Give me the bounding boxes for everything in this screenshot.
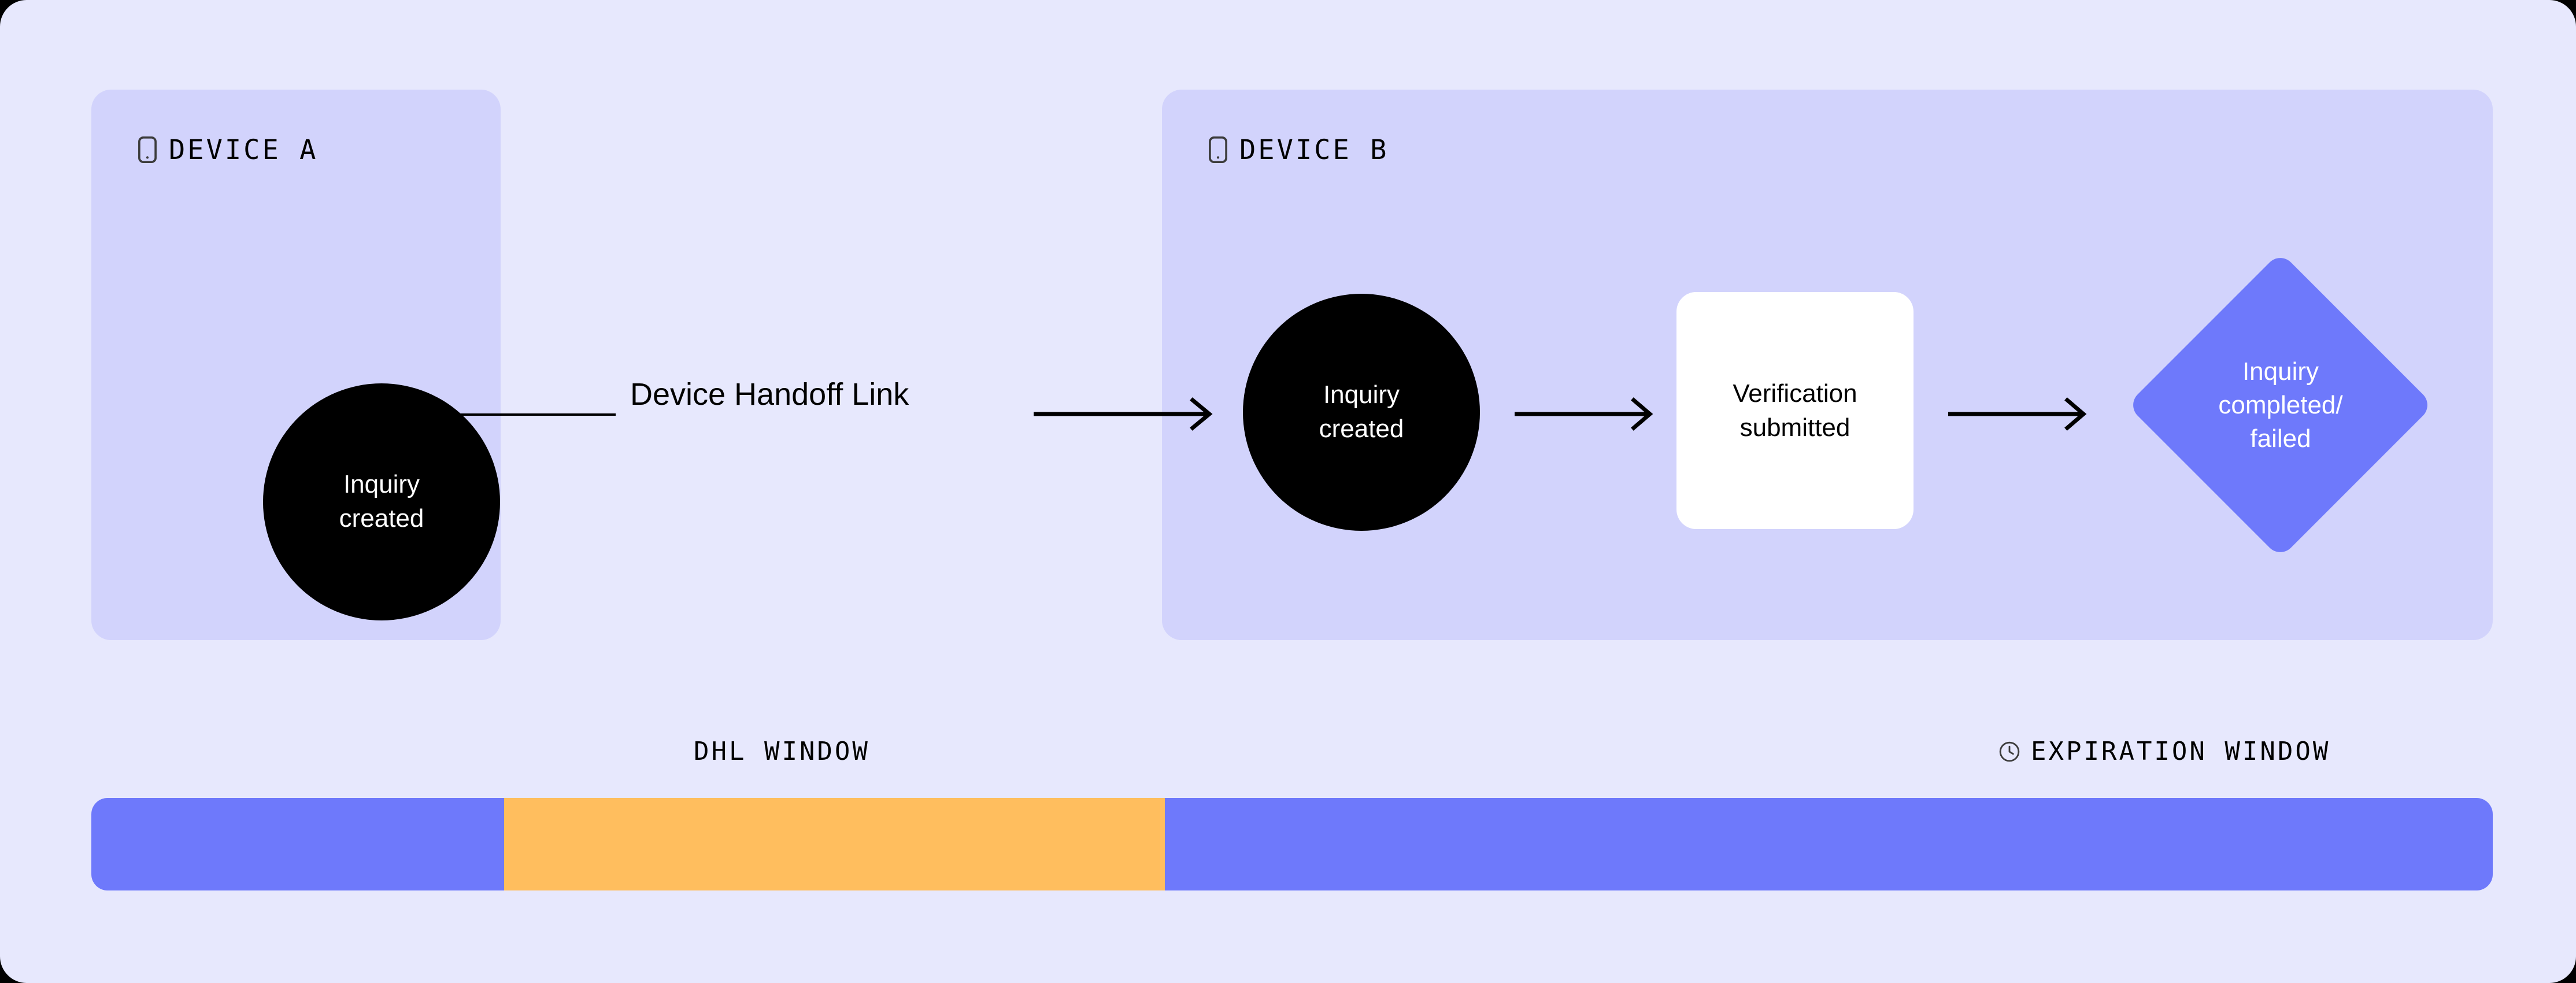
phone-icon: [138, 136, 157, 164]
timeline-label-text: EXPIRATION WINDOW: [2031, 737, 2331, 766]
device-a-header: DEVICE A: [138, 136, 318, 164]
timeline-label-dhl-window: DHL WINDOW: [694, 739, 870, 764]
device-b-label: DEVICE B: [1239, 134, 1389, 166]
node-label: Verification submitted: [1733, 379, 1857, 442]
phone-icon: [1209, 136, 1227, 164]
timeline-segment-pre-dhl: [91, 798, 505, 890]
device-a-panel: DEVICE A Inquiry created: [91, 90, 501, 640]
arrow-handoff-to-device-b: [1034, 397, 1219, 431]
device-handoff-link-label: Device Handoff Link: [630, 377, 909, 412]
timeline-bar[interactable]: [91, 798, 2493, 890]
node-label: Inquiry completed/ failed: [2218, 357, 2343, 453]
timeline-label-text: DHL WINDOW: [694, 737, 870, 766]
arrow-verification-to-completed: [1948, 397, 2093, 431]
timeline-segment-dhl-window: [504, 798, 1165, 890]
node-verification-submitted[interactable]: Verification submitted: [1676, 292, 1914, 529]
handoff-connector-line: [442, 413, 616, 416]
node-label: Inquiry created: [1319, 380, 1404, 443]
node-inquiry-completed-failed[interactable]: Inquiry completed/ failed: [2127, 252, 2434, 559]
timeline-segment-expiration-window: [1164, 798, 2493, 890]
timeline-label-expiration-window: EXPIRATION WINDOW: [1998, 739, 2330, 764]
node-label: Inquiry created: [339, 470, 424, 533]
node-inquiry-created-device-a[interactable]: Inquiry created: [263, 383, 500, 620]
device-a-label: DEVICE A: [169, 134, 319, 166]
device-b-header: DEVICE B: [1208, 136, 1389, 164]
arrow-inquiry-to-verification: [1515, 397, 1659, 431]
node-inquiry-created-device-b[interactable]: Inquiry created: [1243, 294, 1480, 531]
timeline-labels: DHL WINDOW EXPIRATION WINDOW: [0, 736, 2576, 776]
clock-icon: [1999, 741, 2020, 762]
